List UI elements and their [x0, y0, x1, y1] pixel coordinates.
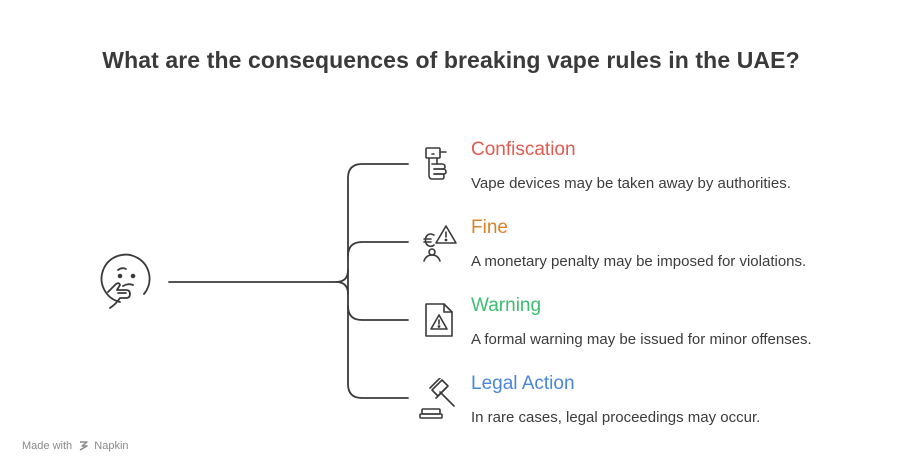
item-description-fine: A monetary penalty may be imposed for vi… [471, 253, 807, 270]
junction-curve [335, 269, 349, 295]
footer-brand: Napkin [94, 440, 129, 452]
branch-line-warning [347, 305, 409, 321]
item-title-warning: Warning [471, 295, 542, 316]
item-title-legal-action: Legal Action [471, 373, 575, 394]
item-title-confiscation: Confiscation [471, 139, 576, 160]
thinking-face-icon [100, 253, 151, 309]
branch-line-fine [347, 241, 409, 257]
item-title-fine: Fine [471, 217, 508, 238]
diagram-title: What are the consequences of breaking va… [102, 47, 800, 73]
item-description-warning: A formal warning may be issued for minor… [471, 331, 812, 348]
item-description-confiscation: Vape devices may be taken away by author… [471, 175, 791, 192]
hand-holding-vape-icon [425, 147, 447, 180]
gavel-icon [419, 378, 455, 419]
footer-prefix: Made with [22, 440, 73, 452]
document-warning-icon [425, 303, 453, 337]
napkin-logo-icon [79, 441, 88, 451]
spine-line [347, 163, 409, 399]
footer-attribution: Made with Napkin [22, 440, 129, 452]
person-euro-warning-icon [423, 225, 457, 262]
item-description-legal-action: In rare cases, legal proceedings may occ… [471, 409, 761, 426]
